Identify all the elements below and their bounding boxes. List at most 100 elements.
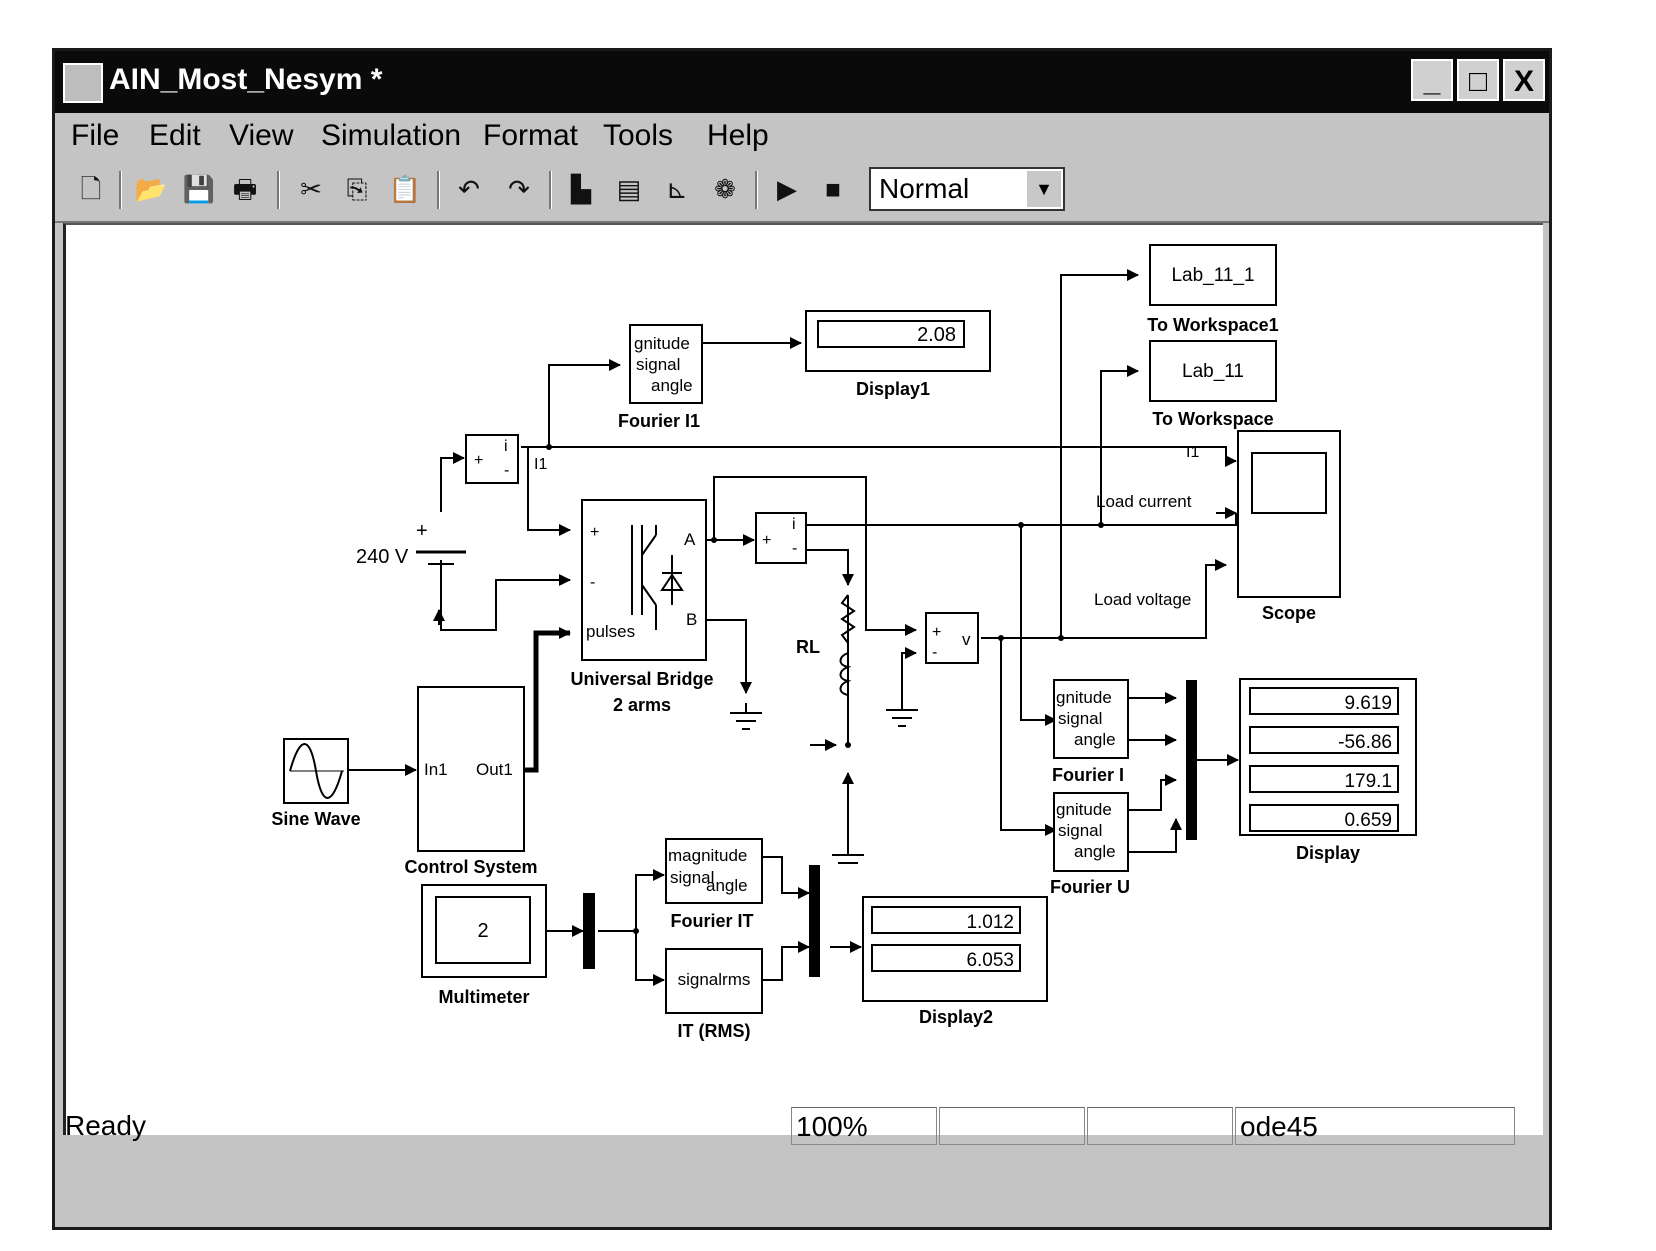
voltage-measurement-block[interactable] — [925, 612, 979, 664]
to-workspace-block[interactable] — [1149, 340, 1277, 402]
start-icon[interactable]: ▶ — [777, 174, 797, 204]
workspace1-variable: Lab_11_1 — [1171, 265, 1254, 286]
toolbar: 🗋 📂 💾 🖶 ✂ ⎘ 📋 ↶ ↷ ▙ ▤ ⊾ ❁ ▶ ■ Normal ▼ — [55, 161, 1549, 223]
rl-load-block[interactable] — [839, 594, 856, 696]
signal-label-i1: I1 — [1186, 444, 1199, 461]
dc-voltage-source[interactable] — [416, 550, 466, 605]
load-current-measurement-block[interactable] — [755, 512, 807, 564]
toggle-icon[interactable]: ⊾ — [666, 174, 688, 204]
model-browser-icon[interactable]: ▤ — [616, 174, 642, 204]
save-icon[interactable]: 💾 — [182, 174, 216, 204]
load-meter-i-label: i — [792, 516, 796, 533]
status-pane-blank — [939, 1107, 1085, 1145]
model-canvas[interactable]: 240 V + + i - I1 gnitude signal angle Fo… — [63, 223, 1543, 1135]
voltage-meter-plus-label: + — [932, 624, 941, 641]
fourier-i-port2-label: signal — [1058, 709, 1102, 728]
mux2-block[interactable] — [809, 865, 820, 977]
simulation-mode-select[interactable]: Normal ▼ — [869, 167, 1065, 211]
to-workspace1-block[interactable] — [1149, 244, 1277, 306]
new-icon[interactable]: 🗋 — [80, 174, 102, 204]
control-out-label: Out1 — [476, 760, 513, 779]
control-system-name: Control System — [404, 857, 537, 877]
maximize-button[interactable]: □ — [1457, 59, 1499, 101]
fourier-it-block[interactable] — [665, 838, 763, 904]
minimize-button[interactable]: _ — [1411, 59, 1453, 101]
workspace-variable: Lab_11 — [1182, 361, 1244, 382]
chevron-down-icon[interactable]: ▼ — [1027, 171, 1061, 207]
redo-icon[interactable]: ↷ — [508, 174, 530, 204]
fourier-i-block[interactable] — [1053, 679, 1129, 759]
debug-icon[interactable]: ❁ — [714, 174, 736, 204]
fourier-it-name: Fourier IT — [670, 911, 753, 931]
rms-label: signalrms — [678, 970, 751, 989]
fourier-u-block[interactable] — [1053, 792, 1129, 872]
mux-block[interactable] — [1186, 680, 1197, 840]
fourier-i-name: Fourier I — [1052, 765, 1124, 785]
solver-name: ode45 — [1235, 1107, 1515, 1145]
display2-name: Display2 — [919, 1007, 993, 1027]
fourier-i1-name: Fourier I1 — [618, 411, 700, 431]
fourier-u-port1-label: gnitude — [1056, 800, 1112, 819]
stop-icon[interactable]: ■ — [825, 174, 841, 204]
load-meter-plus-label: + — [762, 532, 771, 549]
workspace-name: To Workspace — [1152, 409, 1273, 429]
voltage-meter-v-label: v — [962, 630, 971, 649]
bridge-pulses-label: pulses — [586, 622, 635, 641]
multimeter-screen — [435, 896, 531, 964]
current-measurement-block[interactable] — [465, 434, 519, 484]
bridge-name-line1: Universal Bridge — [570, 669, 713, 689]
fourier-i1-port2-label: signal — [636, 355, 680, 374]
fourier-i1-port3-label: angle — [651, 376, 693, 395]
simulation-mode-value: Normal — [879, 173, 970, 204]
fourier-i1-port1-label: gnitude — [634, 334, 690, 353]
menu-help[interactable]: Help — [707, 119, 769, 152]
simulink-app-icon — [63, 63, 103, 103]
title-bar[interactable]: AIN_Most_Nesym * _ □ X — [55, 51, 1549, 113]
load-label: RL — [796, 637, 820, 657]
close-button[interactable]: X — [1503, 59, 1545, 101]
multimeter-value: 2 — [477, 920, 488, 942]
control-system-block[interactable] — [417, 686, 525, 852]
demux-block[interactable] — [583, 893, 595, 969]
universal-bridge-block[interactable] — [581, 499, 707, 661]
display2-value-2: 6.053 — [966, 950, 1014, 971]
block-diagram: 240 V + + i - I1 gnitude signal angle Fo… — [271, 244, 1417, 1041]
copy-icon[interactable]: ⎘ — [346, 174, 368, 204]
print-icon[interactable]: 🖶 — [232, 174, 258, 204]
menu-view[interactable]: View — [229, 119, 294, 152]
load-meter-minus-label: - — [792, 540, 797, 557]
bridge-plus-label: + — [590, 524, 599, 541]
current-meter-plus-label: + — [474, 452, 483, 469]
fourier-u-name: Fourier U — [1050, 877, 1130, 897]
menu-format[interactable]: Format — [483, 119, 579, 152]
cut-icon[interactable]: ✂ — [300, 174, 322, 204]
paste-icon[interactable]: 📋 — [388, 174, 422, 204]
status-bar: Ready 100% ode45 — [55, 1103, 1549, 1153]
undo-icon[interactable]: ↶ — [458, 174, 480, 204]
source-voltage-label: 240 V — [356, 546, 409, 568]
display-value-1: 9.619 — [1344, 693, 1392, 714]
display-value-2: -56.86 — [1338, 732, 1392, 753]
menu-edit[interactable]: Edit — [149, 119, 201, 152]
display-value-3: 179.1 — [1344, 771, 1392, 792]
ground-icon — [730, 683, 918, 864]
library-browser-icon[interactable]: ▙ — [571, 174, 591, 204]
bridge-b-label: B — [686, 610, 697, 629]
fourier-i1-block[interactable] — [629, 324, 703, 404]
rms-block[interactable] — [665, 948, 763, 1014]
menu-simulation[interactable]: Simulation — [321, 119, 462, 152]
igbt-diode-symbol — [631, 525, 684, 630]
fourier-i-port3-label: angle — [1074, 730, 1116, 749]
fourier-it-port1-label: magnitude — [668, 846, 747, 865]
display-value-4: 0.659 — [1344, 810, 1392, 831]
model-window: AIN_Most_Nesym * _ □ X File Edit View Si… — [52, 48, 1552, 1230]
source-plus-label: + — [416, 520, 428, 542]
scope-screen — [1251, 452, 1327, 514]
menu-tools[interactable]: Tools — [603, 119, 674, 152]
display1-name: Display1 — [856, 379, 930, 399]
menu-file[interactable]: File — [71, 119, 120, 152]
open-icon[interactable]: 📂 — [134, 174, 168, 204]
scope-name: Scope — [1262, 603, 1316, 623]
sine-wave-name: Sine Wave — [271, 809, 360, 829]
display-name: Display — [1296, 843, 1360, 863]
